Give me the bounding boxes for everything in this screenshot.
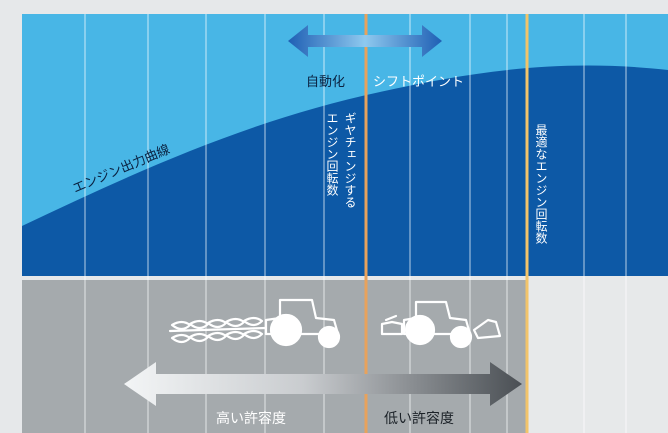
- tractor-with-implement-icon: [380, 300, 502, 349]
- grid-lines: [84, 14, 627, 433]
- tractor-with-plough-icon: [168, 298, 341, 349]
- tolerance-area-light: [528, 280, 668, 433]
- automation-label: 自動化: [306, 75, 345, 90]
- optimal-rpm-label: 最適なエンジン回転数: [534, 124, 548, 245]
- tolerance-double-arrow-icon: [124, 362, 522, 406]
- high-tolerance-label: 高い許容度: [216, 410, 286, 427]
- double-arrow-icon: [288, 25, 442, 57]
- shift-point-label: シフトポイント: [373, 75, 464, 90]
- low-tolerance-label: 低い許容度: [384, 410, 454, 427]
- gear-change-label-2: エンジン回転数: [325, 112, 339, 197]
- gear-change-label-1: ギヤチェンジする: [343, 112, 357, 208]
